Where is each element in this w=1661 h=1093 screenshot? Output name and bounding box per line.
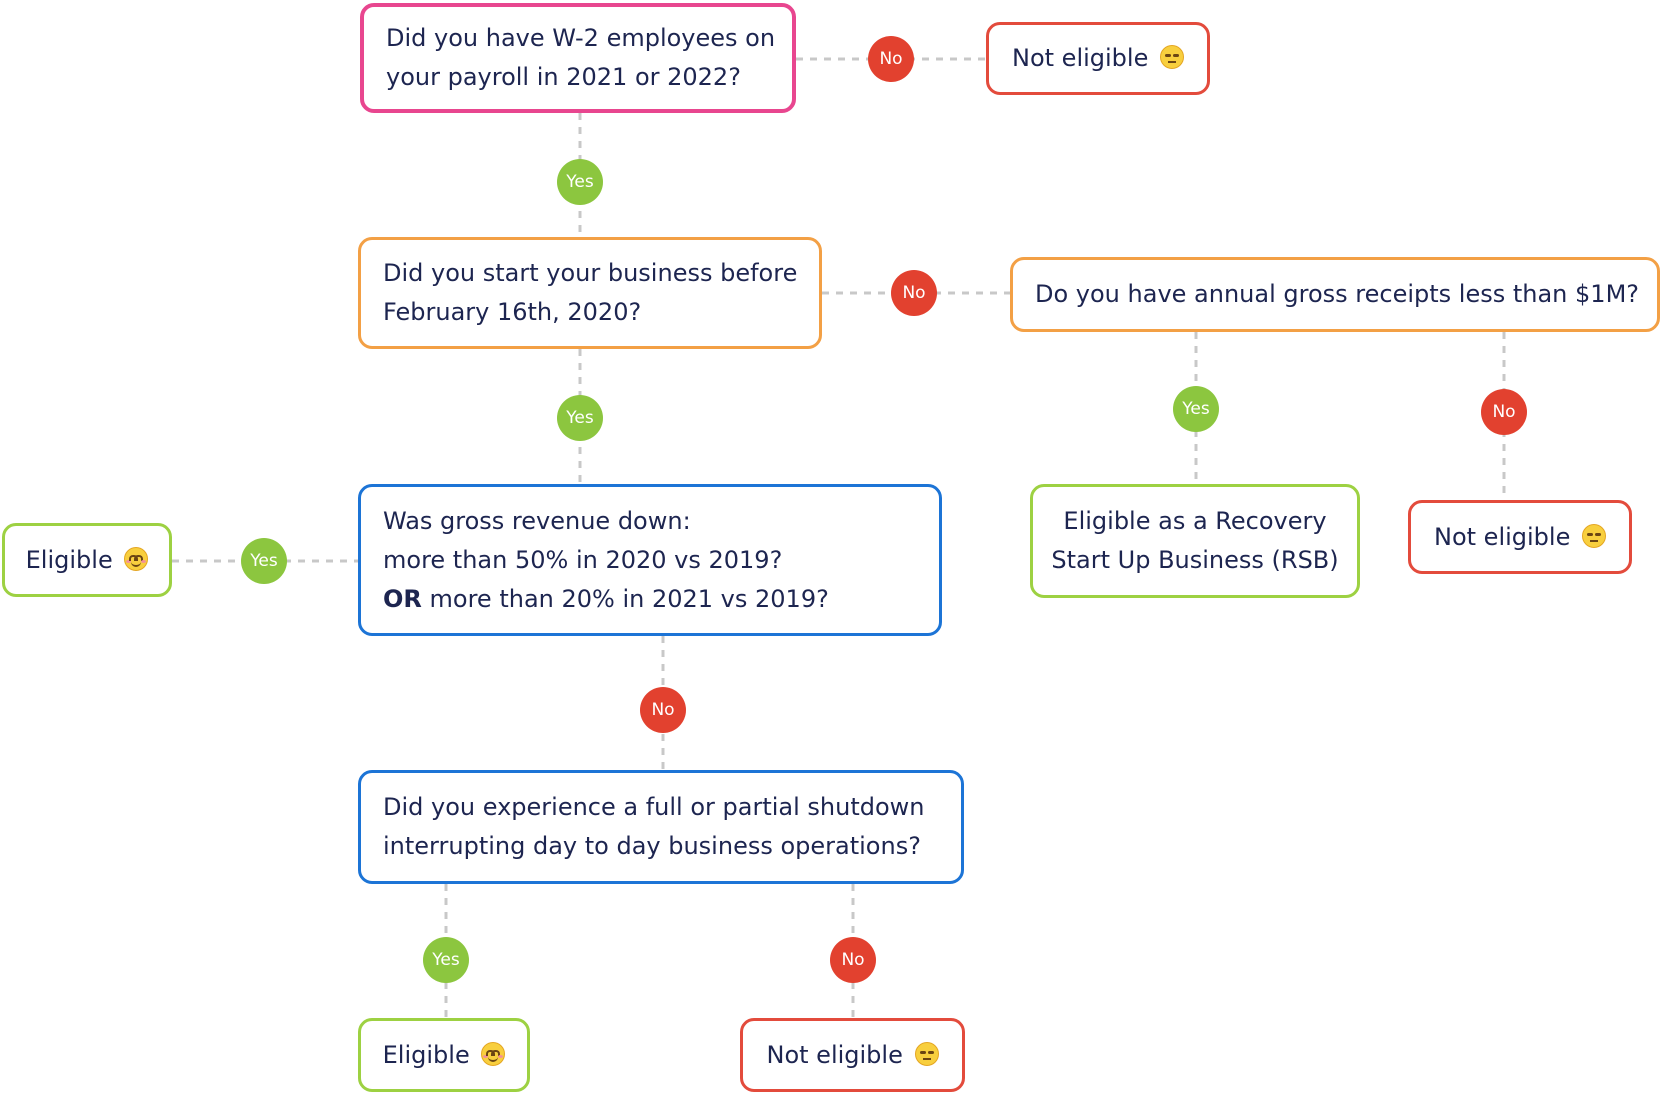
badge-start-no: No (891, 270, 937, 316)
badge-w2-yes: Yes (557, 159, 603, 205)
outcome-eligible-1: Eligible (2, 523, 172, 597)
outcome-rsb-line1: Eligible as a Recovery (1063, 507, 1327, 535)
badge-receipts-no: No (1481, 389, 1527, 435)
outcome-not-eligible-2-label: Not eligible (1434, 522, 1571, 551)
outcome-not-eligible-3-label: Not eligible (766, 1040, 903, 1069)
unhappy-face-icon (1582, 523, 1606, 548)
outcome-not-eligible-2-text: Not eligible (1434, 518, 1606, 557)
question-shutdown: Did you experience a full or partial shu… (358, 770, 964, 884)
question-gross-receipts: Do you have annual gross receipts less t… (1010, 257, 1660, 332)
question-revenue-or: OR (383, 584, 422, 613)
happy-face-icon (481, 1041, 506, 1066)
badge-receipts-yes: Yes (1173, 386, 1219, 432)
outcome-eligible-1-text: Eligible (26, 541, 149, 580)
question-shutdown-line2: interrupting day to day business operati… (383, 832, 921, 860)
outcome-not-eligible-3-text: Not eligible (767, 1036, 939, 1075)
outcome-eligible-rsb: Eligible as a Recovery Start Up Business… (1030, 484, 1360, 598)
question-shutdown-line1: Did you experience a full or partial shu… (383, 793, 925, 821)
outcome-eligible-2-text: Eligible (383, 1036, 506, 1075)
unhappy-face-icon (1160, 45, 1184, 69)
unhappy-face-icon (914, 1041, 939, 1066)
outcome-eligible-1-label: Eligible (25, 545, 113, 574)
outcome-not-eligible-3: Not eligible (740, 1018, 965, 1092)
badge-revenue-no: No (640, 687, 686, 733)
question-start-line1: Did you start your business before (383, 259, 798, 287)
question-w2-line1: Did you have W-2 employees on (386, 24, 776, 52)
outcome-rsb-line2: Start Up Business (RSB) (1051, 546, 1339, 574)
outcome-not-eligible-1: Not eligible (986, 22, 1210, 95)
badge-revenue-yes: Yes (241, 538, 287, 584)
badge-shutdown-no: No (830, 937, 876, 983)
question-gross-revenue: Was gross revenue down: more than 50% in… (358, 484, 942, 636)
question-revenue-line3: OR more than 20% in 2021 vs 2019? (383, 580, 917, 619)
badge-shutdown-yes: Yes (423, 937, 469, 983)
badge-w2-no: No (868, 36, 914, 82)
outcome-eligible-2: Eligible (358, 1018, 530, 1092)
question-w2-line2: your payroll in 2021 or 2022? (386, 63, 741, 91)
question-business-start: Did you start your business before Febru… (358, 237, 822, 349)
question-revenue-line1: Was gross revenue down: (383, 506, 691, 535)
outcome-not-eligible-1-label: Not eligible (1012, 44, 1149, 72)
question-start-line2: February 16th, 2020? (383, 298, 642, 326)
question-w2-employees: Did you have W-2 employees on your payro… (360, 3, 796, 113)
badge-start-yes: Yes (557, 395, 603, 441)
happy-face-icon (124, 546, 149, 571)
outcome-not-eligible-1-text: Not eligible (1012, 39, 1184, 78)
outcome-not-eligible-2: Not eligible (1408, 500, 1632, 574)
outcome-eligible-2-label: Eligible (382, 1040, 470, 1069)
question-receipts-line1: Do you have annual gross receipts less t… (1035, 280, 1640, 308)
question-revenue-line2: more than 50% in 2020 vs 2019? (383, 545, 783, 574)
question-revenue-line3-rest: more than 20% in 2021 vs 2019? (421, 584, 829, 613)
